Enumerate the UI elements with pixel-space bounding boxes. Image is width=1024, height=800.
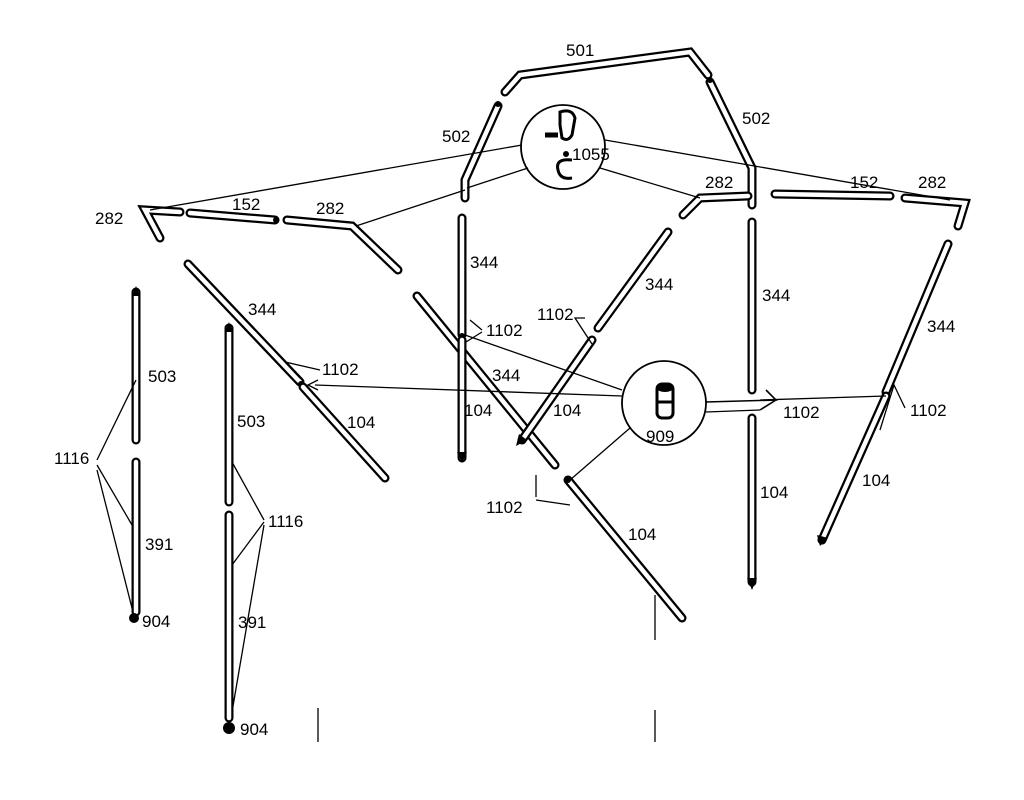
left-elbow-post-502 <box>460 101 503 203</box>
label-right-post-lower: 104 <box>760 483 788 502</box>
hub-bracket-icon <box>545 109 577 180</box>
mid-hub-909 <box>621 360 707 446</box>
label-left-foot: 904 <box>142 612 170 631</box>
label-far-right-upper: 344 <box>927 317 955 336</box>
right-spreader-152 <box>770 189 895 201</box>
label-left-leg-lower: 391 <box>145 535 173 554</box>
label-left-corner: 282 <box>95 209 123 228</box>
center-lower-104 <box>457 335 467 463</box>
label-mid-hub: 909 <box>646 427 674 446</box>
top-hub-1055 <box>520 104 606 190</box>
right-center-upper-344 <box>593 227 673 333</box>
label-left-elbow-post: 502 <box>442 127 470 146</box>
front-diag-lower-104 <box>563 475 687 623</box>
label-left-diag-upper: 344 <box>248 300 276 319</box>
label-center-cross-lower: 104 <box>553 401 581 420</box>
left-diag-upper-344 <box>183 259 305 387</box>
label-left-clip: 1116 <box>54 449 89 468</box>
label-mid-leg-upper: 503 <box>237 412 265 431</box>
leader-lines <box>96 139 951 742</box>
far-right-upper-344 <box>881 239 953 397</box>
label-mid-clip: 1116 <box>268 512 303 531</box>
label-right-elbow-post: 502 <box>742 109 770 128</box>
label-left-inner-corner: 282 <box>316 199 344 218</box>
label-clip-center: 1102 <box>486 321 523 340</box>
left-corner-282 <box>137 205 185 243</box>
label-top-hub: 1055 <box>572 145 610 164</box>
right-inner-corner-282 <box>678 191 753 220</box>
label-mid-leg-lower: 391 <box>238 613 266 632</box>
right-post-lower-104 <box>747 413 757 590</box>
left-inner-corner-282 <box>282 215 403 275</box>
label-right-center-upper: 344 <box>645 275 673 294</box>
label-clip-far-right: 1102 <box>910 401 947 420</box>
center-upper-344 <box>457 213 467 340</box>
label-center-upper: 344 <box>470 253 498 272</box>
part-labels: 501 502 502 1055 909 282 152 282 282 152… <box>54 41 955 739</box>
right-elbow-post-502 <box>705 77 757 210</box>
label-left-leg-upper: 503 <box>148 367 176 386</box>
label-clip-bottom: 1102 <box>486 498 523 517</box>
label-right-post-upper: 344 <box>762 286 790 305</box>
label-left-spreader: 152 <box>232 195 260 214</box>
label-left-diag-lower: 104 <box>347 413 375 432</box>
far-right-lower-104 <box>817 391 891 546</box>
label-center-lower: 104 <box>464 401 492 420</box>
label-clip-right-center: 1102 <box>322 360 359 379</box>
top-bow-501 <box>500 47 713 97</box>
label-front-diag-lower: 104 <box>628 525 656 544</box>
hub-socket-icon <box>655 382 675 420</box>
left-leg-upper-503 <box>131 286 141 445</box>
left-diag-lower-104 <box>298 382 390 483</box>
right-corner-282 <box>900 193 971 231</box>
mid-leg-lower-391 <box>223 510 235 734</box>
label-right-spreader: 152 <box>850 173 878 192</box>
label-mid-foot: 904 <box>240 720 268 739</box>
label-far-right-lower: 104 <box>862 471 890 490</box>
label-top-bow: 501 <box>566 41 594 60</box>
label-center-diag-upper: 344 <box>492 366 520 385</box>
label-right-inner-corner: 282 <box>705 173 733 192</box>
label-clip-left-diag: 1102 <box>537 305 574 324</box>
center-diag-upper-344 <box>412 291 560 470</box>
label-right-corner: 282 <box>918 173 946 192</box>
mid-leg-upper-503 <box>224 322 234 507</box>
left-spreader-152 <box>185 208 280 225</box>
center-cross-lower-104 <box>516 335 597 446</box>
label-clip-right-post: 1102 <box>783 403 820 422</box>
left-leg-lower-391 <box>129 457 141 623</box>
